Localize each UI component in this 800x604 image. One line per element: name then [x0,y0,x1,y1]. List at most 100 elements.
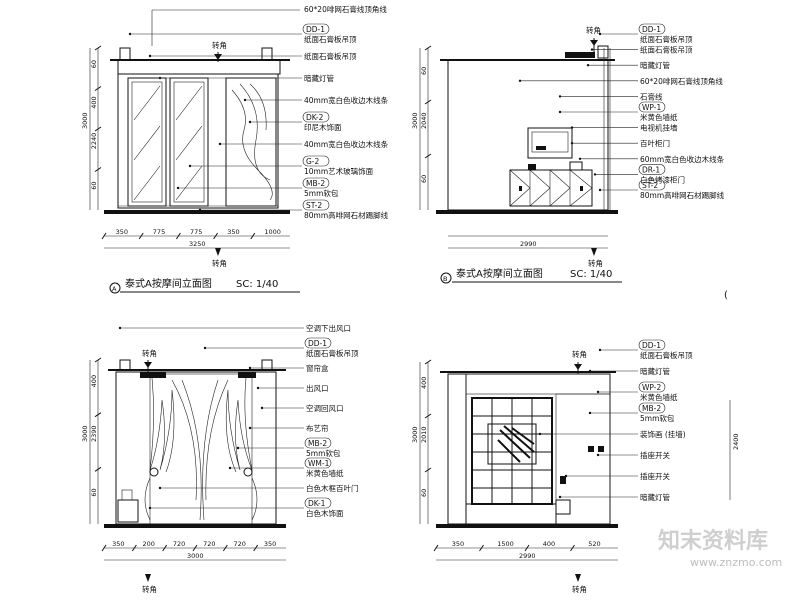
material-label: 白色木饰面 [306,508,344,518]
top-note: 60*20啡网石膏线顶角线 [304,4,387,14]
material-label: 10mm艺术玻璃饰面 [304,166,374,176]
material-code: MB-2 [306,179,325,188]
dim-bottom-total: 3250 [189,240,206,248]
dim-total: 3000 [411,112,419,129]
dim-bottom-total: 2990 [519,552,536,560]
material-code: MB-2 [642,404,661,413]
dim-segment: 2040 [420,112,428,129]
dim-segment: 60 [420,67,428,75]
dim-segment: 200 [143,540,155,548]
material-label: 装饰画 (挂墙) [640,429,686,439]
material-code: WM-1 [308,459,330,468]
leaders-b: DD-1纸面石膏板吊顶纸面石膏板吊顶暗藏灯管60*20啡网石膏线顶角线石膏线WP… [518,23,725,200]
watermark-url: www.znzmo.com [690,556,782,569]
material-label: 百叶柜门 [640,138,670,148]
bottom-mark: 转角 [142,584,157,594]
material-code: ST-2 [642,181,658,190]
cabinet [509,169,593,207]
material-label: 纸面石膏板吊顶 [640,45,693,55]
material-label: 空调回风口 [306,403,344,413]
dim-segment: 60 [90,488,98,496]
view-mark: 转角 [212,40,227,50]
material-label: 80mm高啡网石材踢脚线 [304,210,389,220]
elevation-d: 转角 转角 DD-1纸面石膏板吊顶暗藏灯管WP-2米黄色墙纸MB-25mm软包装… [411,339,740,594]
dim-segment: 720 [203,540,215,548]
material-label: 米黄色墙纸 [640,392,678,402]
dim-segment: 2240 [90,133,98,150]
material-label: 空调下出风口 [306,323,351,333]
material-code: DD-1 [308,339,327,348]
material-label: 纸面石膏板吊顶 [306,348,359,358]
material-label: 出风口 [306,383,329,393]
material-label: 5mm软包 [304,188,339,198]
material-label: 40mm宽白色收边木线条 [304,139,389,149]
cornice-block [119,47,131,61]
material-label: 窗帘盒 [306,363,329,373]
material-code: ST-2 [306,201,322,210]
material-code: WP-1 [642,103,661,112]
material-label: 白色木框百叶门 [306,483,359,493]
material-code: G-2 [306,157,320,166]
elevation-scale: SC: 1/40 [570,269,612,280]
material-code: DD-1 [642,341,661,350]
view-mark: 转角 [586,25,601,35]
leaders-a: DD-1纸面石膏板吊顶纸面石膏板吊顶暗藏灯管40mm宽白色收边木线条DK-2印尼… [128,23,389,220]
dim-total: 3000 [81,425,89,442]
material-label: 米黄色墙纸 [640,112,678,122]
material-code: DK-2 [306,113,324,122]
material-code: DD-1 [306,25,325,34]
dim-segment: 1500 [497,540,514,548]
material-label: 白色烤漆柜门 [640,174,685,184]
dim-segment: 60 [420,175,428,183]
material-label: 5mm软包 [306,448,341,458]
floor-slab [104,210,290,214]
dim-segment: 2010 [420,426,428,443]
section-circle [109,282,121,294]
tv-set [527,127,573,159]
material-label: 石膏线 [640,91,663,101]
dim-segment: 60 [90,60,98,68]
watermark: 知末资料库 www.znzmo.com [658,528,782,569]
side-column [447,373,467,525]
glass-panel [169,77,209,207]
dim-segment: 720 [234,540,246,548]
material-label: 印尼木饰面 [304,122,342,132]
cornice-block [261,47,273,61]
dim-total: 3000 [411,426,419,443]
dim-right: 2400 [732,433,740,450]
section-id: A [112,285,117,293]
wall-outline [117,73,279,209]
elevation-b: 转角 转角 DD-1纸面石膏板吊顶纸面石膏板吊顶暗藏灯管60*20啡网石膏线顶角… [411,23,725,284]
material-label: 纸面石膏板吊顶 [304,51,357,61]
dim-segment: 775 [153,228,165,236]
dim-segment: 2390 [90,425,98,442]
curtain [149,377,253,473]
bottom-mark: 转角 [212,258,227,268]
ceiling-band [117,59,281,75]
leaders-c: 空调下出风口DD-1纸面石膏板吊顶窗帘盒出风口空调回风口布艺帘MB-25mm软包… [118,323,359,518]
material-label: 布艺帘 [306,423,329,433]
dim-segment: 350 [112,540,124,548]
dim-segment: 350 [264,540,276,548]
dim-total: 3000 [81,112,89,129]
material-code: WP-2 [642,383,661,392]
dim-segment: 60 [420,489,428,497]
elevation-title: 泰式A按摩间立面图 [456,267,543,280]
watermark-brand: 知末资料库 [658,528,768,554]
material-label: 暗藏灯管 [640,492,670,502]
elevation-title: 泰式A按摩间立面图 [125,277,212,290]
view-mark: 转角 [142,348,157,358]
dim-segment: 400 [90,96,98,108]
wood-panel [225,77,277,207]
dim-segment: 720 [173,540,185,548]
glass-panel [127,77,167,207]
bottom-mark: 转角 [572,584,587,594]
dim-segment: 350 [227,228,239,236]
material-label: 电视机挂墙 [640,123,678,133]
section-id: B [443,275,447,283]
material-code: DK-1 [308,499,326,508]
